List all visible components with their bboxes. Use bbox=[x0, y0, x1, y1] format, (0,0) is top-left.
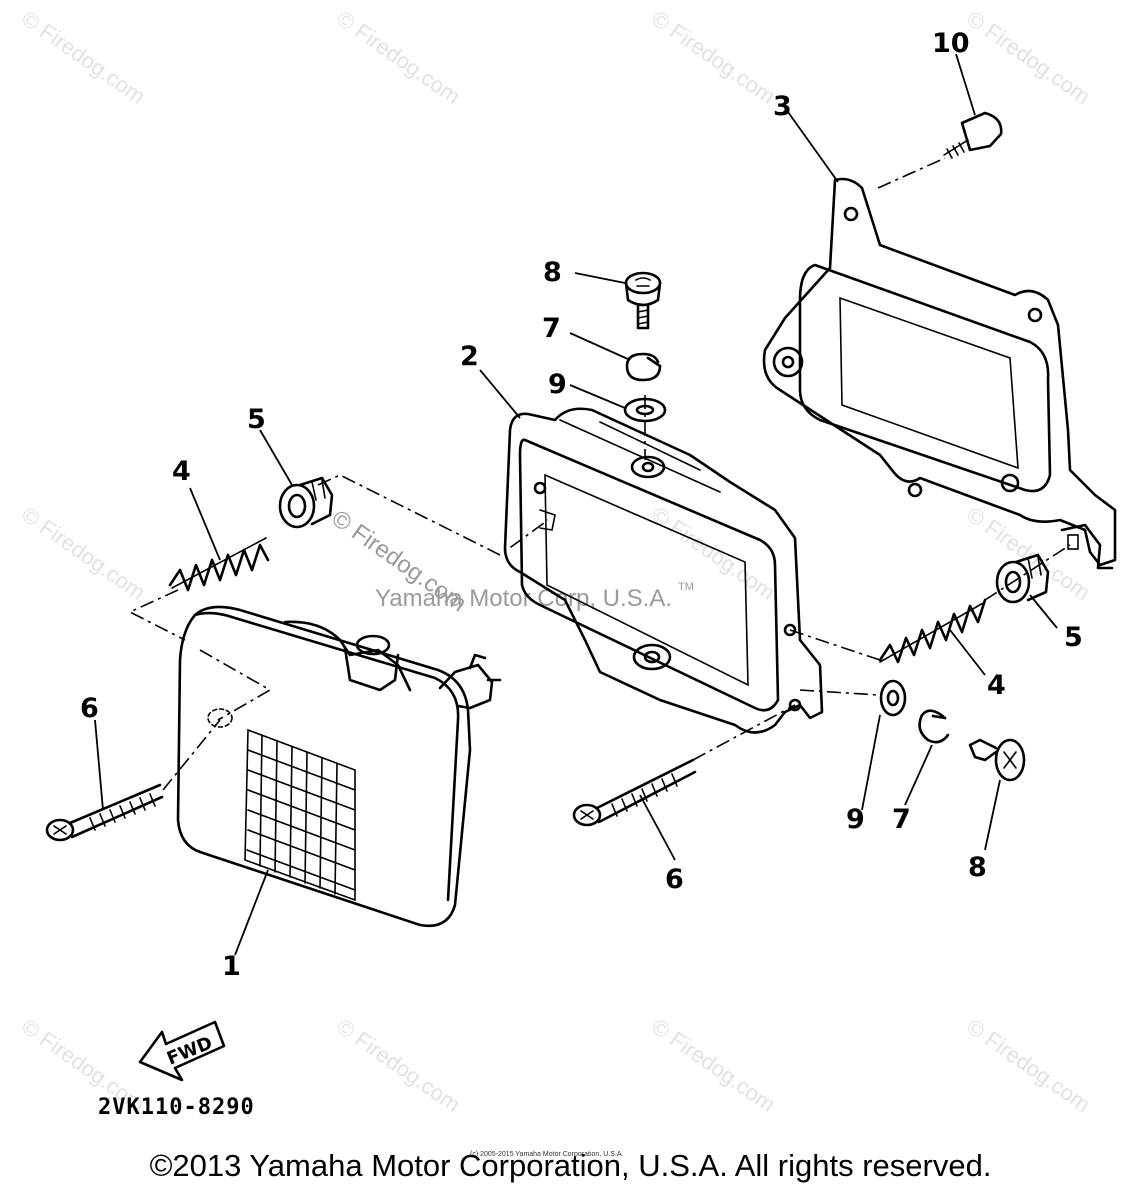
leader-lines bbox=[94, 53, 1058, 956]
callout-3: 3 bbox=[773, 91, 792, 122]
watermark: © Firedog.com bbox=[647, 1014, 780, 1117]
bracket-part-3 bbox=[762, 157, 1117, 570]
callout-9: 9 bbox=[548, 369, 567, 400]
callout-8: 8 bbox=[543, 257, 562, 288]
watermark: © Firedog.com bbox=[332, 1014, 465, 1117]
spring-washer-part-7-right bbox=[918, 709, 950, 744]
grommet-part-5-left bbox=[278, 476, 334, 529]
callout-7: 7 bbox=[542, 313, 561, 344]
callout-9: 9 bbox=[846, 804, 865, 835]
callout-1: 1 bbox=[222, 951, 241, 982]
spring-washer-part-7-top bbox=[625, 352, 662, 382]
watermark: © Firedog.com bbox=[17, 502, 150, 605]
watermark: © Firedog.com bbox=[647, 6, 780, 109]
grommet-part-5-right bbox=[995, 553, 1050, 604]
copyright-footer: ©2013 Yamaha Motor Corporation, U.S.A. A… bbox=[149, 1148, 992, 1183]
watermark-layer: © Firedog.com © Firedog.com © Firedog.co… bbox=[17, 6, 1095, 1117]
screw-part-6-left bbox=[45, 783, 164, 842]
fwd-arrow-icon: FWD bbox=[138, 1020, 226, 1082]
fwd-label: FWD bbox=[164, 1033, 216, 1070]
watermark: © Firedog.com bbox=[332, 6, 465, 109]
diagram-code: 2VK110-8290 bbox=[98, 1095, 255, 1120]
callout-7: 7 bbox=[892, 804, 911, 835]
small-copyright: (c) 2005-2015 Yamaha Motor Corporation, … bbox=[470, 1151, 624, 1158]
spring-part-4-left bbox=[168, 537, 270, 592]
assembly-lines bbox=[128, 395, 1071, 791]
callout-6: 6 bbox=[665, 864, 684, 895]
spring-part-4-right bbox=[878, 598, 987, 664]
callout-10: 10 bbox=[932, 28, 970, 59]
watermark: © Firedog.com bbox=[962, 1014, 1095, 1117]
screw-part-8-right bbox=[968, 738, 1026, 782]
callout-5: 5 bbox=[1064, 622, 1083, 653]
callout-6: 6 bbox=[80, 693, 99, 724]
watermark: © Firedog.com bbox=[962, 6, 1095, 109]
callout-8: 8 bbox=[968, 852, 987, 883]
screw-part-6-right bbox=[572, 758, 697, 827]
callout-4: 4 bbox=[172, 456, 191, 487]
housing-part-2 bbox=[503, 407, 824, 734]
callout-4: 4 bbox=[987, 670, 1006, 701]
callout-labels: 1 2 3 4 4 5 5 6 6 7 7 8 8 9 9 10 bbox=[80, 28, 1083, 982]
headlight-part-1 bbox=[176, 605, 502, 928]
bolt-part-10 bbox=[943, 111, 1003, 159]
trademark-mark: TM bbox=[678, 581, 694, 593]
watermark: © Firedog.com bbox=[17, 6, 150, 109]
callout-2: 2 bbox=[460, 341, 479, 372]
washer-part-9-right bbox=[879, 679, 907, 717]
callout-5: 5 bbox=[247, 404, 266, 435]
screw-part-8-top bbox=[624, 271, 662, 330]
